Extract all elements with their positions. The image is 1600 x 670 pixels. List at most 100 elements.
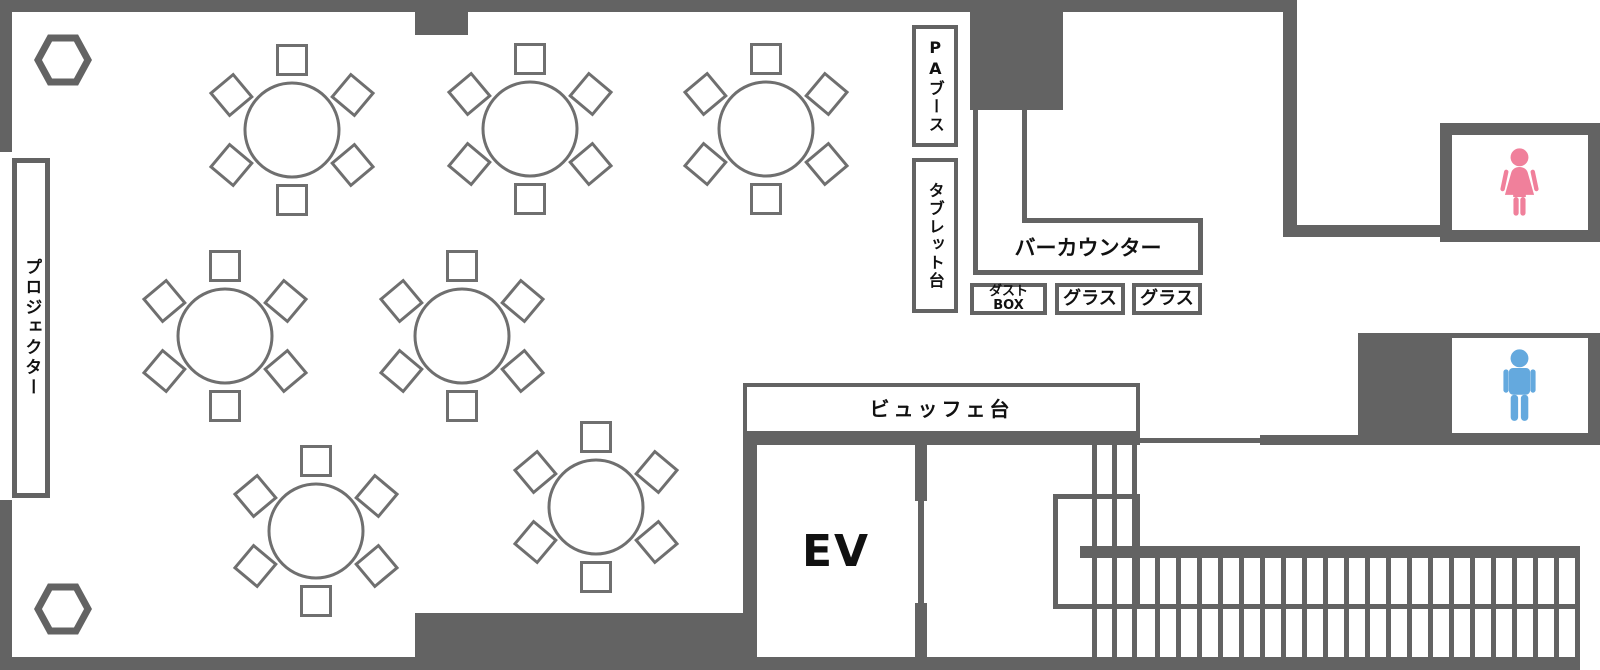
tablet-stand: タブレット台 bbox=[912, 158, 958, 313]
stair-tread bbox=[1575, 558, 1580, 657]
stair-tread bbox=[1344, 558, 1349, 657]
wall-ev-right-bottom bbox=[915, 603, 927, 657]
projector-stand: プロジェクター bbox=[12, 158, 50, 498]
round-table bbox=[141, 250, 309, 422]
chair bbox=[209, 250, 241, 282]
stair-tread bbox=[1218, 558, 1223, 657]
chair bbox=[300, 585, 332, 617]
chair bbox=[634, 519, 680, 565]
stair-tread bbox=[1365, 558, 1370, 657]
round-table bbox=[682, 43, 850, 215]
wall-buffet-base bbox=[743, 435, 1140, 445]
chair bbox=[512, 519, 558, 565]
elevator-label: EV bbox=[801, 525, 871, 577]
chair bbox=[208, 142, 254, 188]
stair-tread bbox=[1239, 558, 1244, 657]
pillar-hexagon bbox=[34, 34, 92, 86]
chair bbox=[209, 390, 241, 422]
chair bbox=[263, 278, 309, 324]
stair-tread bbox=[1554, 558, 1559, 657]
wall-hall-horizontal bbox=[1297, 225, 1440, 237]
wall-mid-right bbox=[1260, 435, 1358, 445]
tablet-stand-label: タブレット台 bbox=[925, 181, 945, 290]
wall-top bbox=[0, 0, 1297, 12]
stair-tread bbox=[1132, 445, 1137, 658]
stair-tread bbox=[1092, 445, 1097, 658]
stairs-mid-rail bbox=[1053, 604, 1580, 609]
chair bbox=[682, 141, 728, 187]
round-table bbox=[378, 250, 546, 422]
chair bbox=[330, 72, 376, 118]
glass-shelf-label: グラス bbox=[1063, 288, 1117, 310]
stair-tread bbox=[1533, 558, 1538, 657]
chair bbox=[682, 71, 728, 117]
glass-shelf-label: グラス bbox=[1140, 288, 1194, 310]
bar-counter-edge bbox=[1022, 218, 1203, 223]
chair bbox=[446, 250, 478, 282]
pillar-hexagon bbox=[34, 583, 92, 635]
buffet-table: ビュッフェ台 bbox=[743, 383, 1140, 435]
wall-ev-right-top bbox=[915, 445, 927, 501]
bar-counter-edge bbox=[973, 270, 1203, 275]
pa-booth: PAブース bbox=[912, 25, 958, 147]
bar-counter-edge bbox=[1022, 110, 1027, 223]
chair bbox=[446, 390, 478, 422]
bar-counter-edge bbox=[973, 110, 978, 275]
round-table bbox=[232, 445, 400, 617]
stair-tread bbox=[1197, 558, 1202, 657]
table-top bbox=[717, 80, 815, 178]
chair bbox=[232, 473, 278, 519]
table-top bbox=[243, 81, 341, 179]
chair bbox=[232, 543, 278, 589]
chair bbox=[804, 71, 850, 117]
chair bbox=[446, 141, 492, 187]
chair bbox=[568, 141, 614, 187]
wall-left-upper bbox=[0, 0, 12, 152]
chair bbox=[500, 348, 546, 394]
stair-tread bbox=[1470, 558, 1475, 657]
chair bbox=[354, 543, 400, 589]
rail-thin bbox=[1140, 438, 1260, 443]
chair bbox=[514, 43, 546, 75]
table-top bbox=[547, 458, 645, 556]
chair bbox=[580, 561, 612, 593]
round-table bbox=[512, 421, 680, 593]
chair bbox=[276, 184, 308, 216]
table-top bbox=[176, 287, 274, 385]
stair-tread bbox=[1260, 558, 1265, 657]
stair-tread bbox=[1386, 558, 1391, 657]
chair bbox=[141, 348, 187, 394]
chair bbox=[512, 449, 558, 495]
wall-ev-door bbox=[918, 501, 924, 603]
stair-tread bbox=[1302, 558, 1307, 657]
chair bbox=[330, 142, 376, 188]
stairs-top-rail bbox=[1080, 546, 1580, 558]
stair-tread bbox=[1428, 558, 1433, 657]
stair-tread bbox=[1491, 558, 1496, 657]
wall-left-lower bbox=[0, 500, 12, 670]
chair bbox=[208, 72, 254, 118]
chair bbox=[568, 71, 614, 117]
dust-box: ダストBOX bbox=[970, 283, 1047, 315]
chair bbox=[354, 473, 400, 519]
stair-tread bbox=[1176, 558, 1181, 657]
wall-bottom bbox=[0, 657, 1580, 670]
male-person-icon bbox=[1503, 349, 1536, 421]
stair-tread bbox=[1449, 558, 1454, 657]
round-table bbox=[208, 44, 376, 216]
chair bbox=[580, 421, 612, 453]
glass-shelf-1: グラス bbox=[1055, 283, 1125, 315]
stair-tread bbox=[1112, 445, 1117, 658]
chair bbox=[378, 348, 424, 394]
bar-counter-label: バーカウンター bbox=[1014, 235, 1162, 260]
dust-box-label: ダストBOX bbox=[988, 283, 1028, 313]
wall-ev-left bbox=[743, 445, 757, 657]
stair-tread bbox=[1512, 558, 1517, 657]
wall-pa-block bbox=[970, 0, 1063, 110]
chair bbox=[141, 278, 187, 324]
wall-top-notch bbox=[415, 12, 468, 35]
chair bbox=[263, 348, 309, 394]
chair bbox=[500, 278, 546, 324]
round-table bbox=[446, 43, 614, 215]
chair bbox=[804, 141, 850, 187]
